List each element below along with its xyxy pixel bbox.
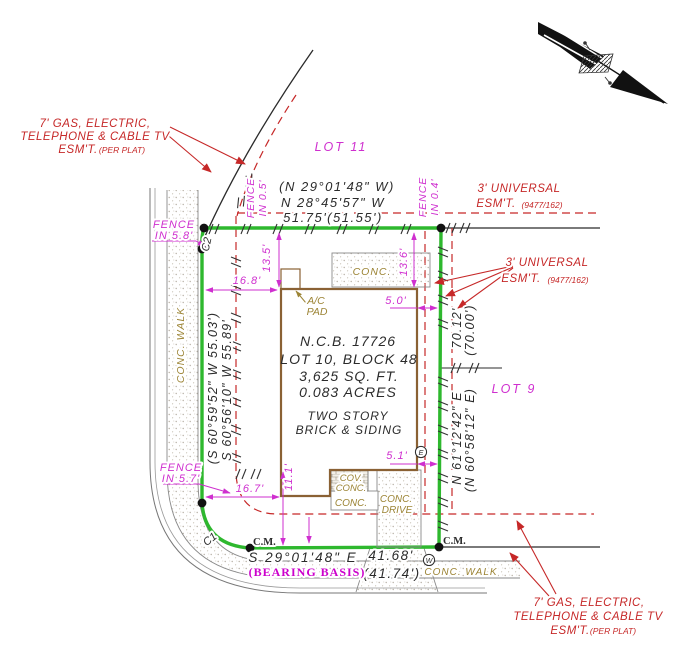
right-bearing-plat: (N 60°58'12" E) <box>463 388 477 492</box>
site-lot-block: LOT 10, BLOCK 48 <box>280 351 417 367</box>
site-ncb: N.C.B. 17726 <box>300 333 396 349</box>
easement-leader-arrows <box>162 126 557 597</box>
right-distance: 70.12' <box>450 308 464 349</box>
fence04-line1: FENCE <box>417 177 429 218</box>
universal-easement-note-2: 3' UNIVERSAL ESM'T. (9477/162) <box>499 255 590 287</box>
house-materials: BRICK & SIDING <box>296 423 403 437</box>
ac-pad-label2: PAD <box>307 306 328 318</box>
electric-meter-label: E <box>418 448 424 457</box>
cov-conc-label1: COV. <box>340 473 363 484</box>
fence58-line2: IN 5.8' <box>155 230 193 242</box>
boundary-curve-c1 <box>200 501 252 550</box>
house-story: TWO STORY <box>308 409 389 423</box>
site-area-acres: 0.083 ACRES <box>299 384 397 400</box>
cm-label-left: C.M. <box>253 537 276 548</box>
front-distance-plat: (41.74') <box>363 566 420 581</box>
corner-dot <box>199 223 209 233</box>
gas-esmt-b-line4: (PER PLAT) <box>590 626 636 636</box>
concrete-labels: CONC. WALK CONC. A/C PAD COV. CONC. CONC… <box>173 264 499 580</box>
boundary-right <box>437 226 443 549</box>
bearing-basis-label: (BEARING BASIS) <box>249 565 366 579</box>
gas-esmt-line1: 7' GAS, ELECTRIC, <box>39 118 150 130</box>
water-meter-icon <box>422 553 436 567</box>
rear-distance: 51.75'(51.55') <box>283 210 383 225</box>
ac-pad-label1: A/C <box>306 295 325 307</box>
left-bearing-actual: S 60°56'10" W 55.89' <box>220 319 234 461</box>
fence05-line1: FENCE <box>245 178 257 219</box>
univ-esmt2-line2: ESM'T. <box>501 273 540 285</box>
corner-dot <box>436 223 446 233</box>
conc-patio-label: CONC. <box>353 266 392 278</box>
house-info-text: N.C.B. 17726 LOT 10, BLOCK 48 3,625 SQ. … <box>280 333 417 437</box>
street-curve <box>201 49 314 244</box>
dim-13-6: 13.6' <box>398 248 410 277</box>
dim-5-1: 5.1' <box>386 450 407 462</box>
concrete-driveway <box>376 469 422 548</box>
gas-esmt-b-line1: 7' GAS, ELECTRIC, <box>533 597 644 609</box>
conc-walk-left-label: CONC. WALK <box>175 307 187 383</box>
gas-easement-note-top: 7' GAS, ELECTRIC, TELEPHONE & CABLE TV E… <box>18 116 172 158</box>
curve-c2-label: C2 <box>200 236 215 252</box>
gas-esmt-line3: ESM'T. <box>58 144 97 156</box>
gas-esmt-b-line2: TELEPHONE & CABLE TV <box>513 611 663 623</box>
lot-11-label: LOT 11 <box>315 140 368 154</box>
gas-esmt-line4: (PER PLAT) <box>99 145 145 155</box>
univ-esmt1-line1: 3' UNIVERSAL <box>478 183 561 195</box>
right-bearing: N 61°12'42" E <box>450 391 464 484</box>
univ-esmt2-line3: (9477/162) <box>547 275 588 285</box>
gas-esmt-line2: TELEPHONE & CABLE TV <box>20 131 170 143</box>
corner-monuments <box>197 223 446 553</box>
cov-conc-label2: CONC. <box>336 483 367 494</box>
right-distance-plat: (70.00') <box>463 304 477 356</box>
gas-easement-note-bottom: 7' GAS, ELECTRIC, TELEPHONE & CABLE TV E… <box>511 595 665 639</box>
sidewalk-band <box>149 188 520 594</box>
dim-16-8: 16.8' <box>233 275 262 287</box>
conc-drive-label1: CONC. <box>380 494 412 505</box>
front-distance: 41.68' <box>368 548 413 563</box>
fence-labels: FENCE IN 5.8' FENCE IN 0.5' FENCE IN 0.4… <box>151 175 443 487</box>
fence57-line2: IN 5.7' <box>162 473 200 485</box>
dimension-texts: 16.8' 16.7' 13.5' 13.6' 5.0' 5.1' 11.1' <box>231 242 412 497</box>
utility-meters: E W <box>414 445 436 567</box>
fence57-line1: FENCE <box>160 462 202 474</box>
univ-esmt1-line2: ESM'T. <box>476 198 515 210</box>
fence04-line2: IN 0.4' <box>429 178 441 215</box>
univ-esmt1-line3: (9477/162) <box>521 200 562 210</box>
easement-lines <box>235 94 600 515</box>
rear-bearing-plat: (N 29°01'48" W) <box>279 179 395 194</box>
conc-drive-label2: DRIVE <box>382 505 413 516</box>
lot-9-label: LOT 9 <box>492 382 537 396</box>
cm-label-right: C.M. <box>443 536 466 547</box>
dimension-lines <box>152 232 438 546</box>
univ-esmt2-line1: 3' UNIVERSAL <box>506 257 589 269</box>
conc-walk-bottom-label: CONC. WALK <box>424 567 497 578</box>
front-bearing: S 29°01'48" E <box>248 550 357 565</box>
rear-bearing-actual: N 28°45'57" W <box>281 195 385 210</box>
ac-pad-leader <box>295 290 307 304</box>
fence58-line1: FENCE <box>153 219 195 231</box>
corner-dot <box>434 542 444 552</box>
universal-easement-note-1: 3' UNIVERSAL ESM'T. (9477/162) <box>474 181 564 212</box>
site-area-sqft: 3,625 SQ. FT. <box>299 368 399 384</box>
corner-dot <box>197 498 207 508</box>
easement-7ft-line <box>235 216 594 515</box>
fence05-line2: IN 0.5' <box>257 179 269 216</box>
dim-11-1: 11.1' <box>283 463 295 491</box>
electric-meter-icon <box>414 445 428 459</box>
conc-slab-label: CONC. <box>335 498 367 509</box>
driveway-apron <box>355 547 439 593</box>
corner-dot <box>197 244 207 254</box>
ac-pad <box>280 268 301 290</box>
dim-5-0: 5.0' <box>385 295 406 307</box>
dim-16-7: 16.7' <box>236 483 265 495</box>
north-arrow-icon <box>538 22 668 104</box>
left-bearing-plat: (S 60°59'52" W 55.03') <box>206 312 220 464</box>
easement-curve <box>236 94 297 217</box>
dim-13-5: 13.5' <box>261 244 273 273</box>
gas-esmt-b-line3: ESM'T. <box>550 625 589 637</box>
rear-bearing-text: (N 29°01'48" W) N 28°45'57" W 51.75'(51.… <box>277 177 395 227</box>
water-meter-label: W <box>426 558 434 565</box>
corner-dot <box>245 543 255 553</box>
